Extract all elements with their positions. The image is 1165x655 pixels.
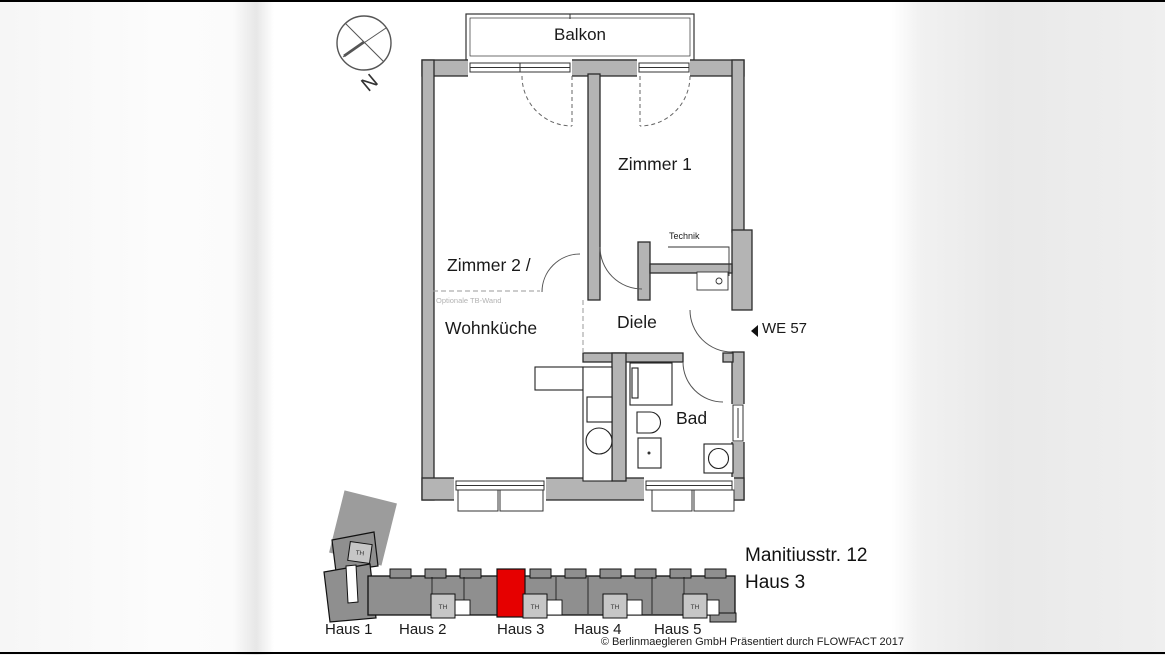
entry-arrow-icon: [751, 325, 758, 337]
row-notches: [454, 599, 720, 616]
unit-marker-label: WE 57: [762, 320, 808, 337]
stairwell-label: TH: [439, 604, 448, 611]
compass-icon: [336, 15, 392, 71]
window-symbols: [455, 62, 744, 512]
door-swings: [521, 75, 733, 403]
balcony-label: Balkon: [554, 25, 606, 44]
row-end-step: [709, 612, 737, 623]
balcony-outline: [465, 13, 695, 61]
optional-wall-dashes: [433, 290, 584, 353]
address-line1: Manitiusstr. 12: [745, 545, 868, 566]
room-label-diele: Diele: [617, 312, 657, 332]
haus1-courtyard: [345, 564, 359, 604]
room-label-wohnkueche: Wohnküche: [445, 318, 538, 338]
row-stairwells: TH TH TH TH: [430, 593, 708, 619]
stairwell-box: [347, 540, 373, 564]
bathroom-fixtures: [629, 362, 734, 474]
stairwell-label: TH: [611, 604, 620, 611]
room-label-bad: Bad: [676, 408, 708, 428]
optional-wall-note: Optionale TB-Wand: [436, 296, 502, 305]
top-border-line: [0, 0, 1165, 2]
haus-label-2: Haus 2: [399, 621, 447, 638]
kitchen-fixtures: [534, 366, 613, 482]
stairwell-label: TH: [691, 604, 700, 611]
highlighted-unit: [496, 568, 526, 618]
stairwell-label: TH: [355, 549, 365, 557]
room-label-zimmer1: Zimmer 1: [618, 154, 692, 174]
balcony-bumps: [389, 568, 727, 579]
copyright-text: © Berlinmaegleren GmbH Präsentiert durch…: [600, 636, 904, 648]
stairwell-label: TH: [531, 604, 540, 611]
bottom-border-line: [0, 652, 1165, 654]
siteplan-graphic: TH: [323, 490, 737, 623]
haus-label-1: Haus 1: [325, 621, 373, 638]
technik-closet: [668, 246, 730, 291]
address-line2: Haus 3: [745, 572, 806, 593]
haus-label-4: Haus 4: [574, 621, 622, 638]
room-label-technik: Technik: [669, 231, 700, 241]
haus-label-3: Haus 3: [497, 621, 545, 638]
haus-label-5: Haus 5: [654, 621, 702, 638]
room-label-zimmer2: Zimmer 2 /: [447, 255, 531, 275]
